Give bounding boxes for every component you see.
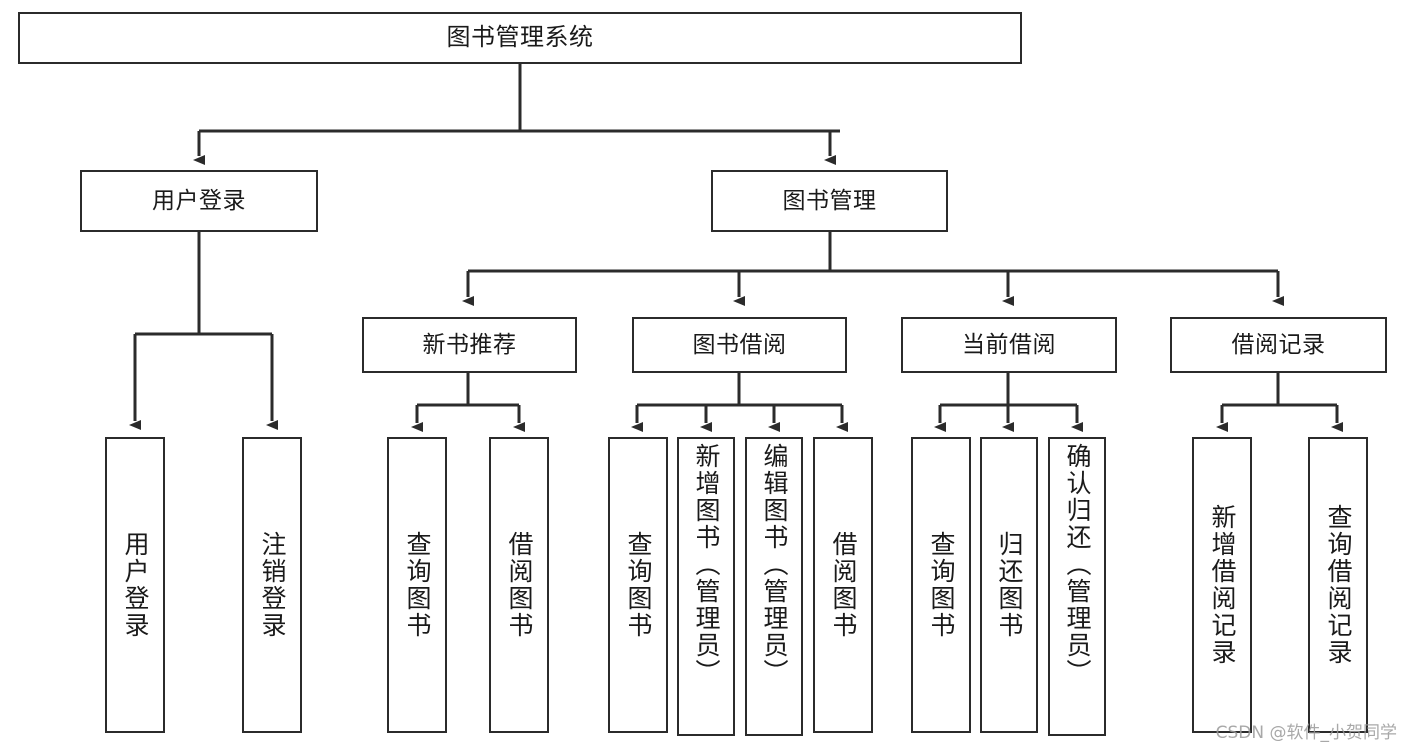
node-label: 用户登录 xyxy=(121,531,150,639)
node-label: 借阅记录 xyxy=(1231,331,1326,358)
leaf-borrow-query-book[interactable]: 查询图书 xyxy=(608,437,668,733)
node-label: 确认归还（管理员） xyxy=(1063,443,1092,686)
leaf-record-query-record[interactable]: 查询借阅记录 xyxy=(1308,437,1368,733)
node-label: 注销登录 xyxy=(258,531,287,639)
node-label: 图书管理系统 xyxy=(446,23,594,52)
watermark-text: CSDN @软件_小贺同学 xyxy=(1215,723,1397,743)
node-label: 新增图书（管理员） xyxy=(692,443,721,686)
node-book-borrow[interactable]: 图书借阅 xyxy=(632,317,847,373)
leaf-borrow-add-book-admin[interactable]: 新增图书（管理员） xyxy=(677,437,735,736)
node-label: 用户登录 xyxy=(152,187,246,214)
leaf-new-book-borrow[interactable]: 借阅图书 xyxy=(489,437,549,733)
leaf-current-confirm-return-admin[interactable]: 确认归还（管理员） xyxy=(1048,437,1106,736)
node-label: 查询图书 xyxy=(927,531,956,639)
node-label: 当前借阅 xyxy=(962,331,1056,358)
leaf-user-login-logout[interactable]: 注销登录 xyxy=(242,437,302,733)
node-current-borrow[interactable]: 当前借阅 xyxy=(901,317,1117,373)
node-label: 编辑图书（管理员） xyxy=(760,443,789,686)
node-label: 新书推荐 xyxy=(422,331,517,358)
node-label: 查询借阅记录 xyxy=(1324,504,1353,666)
node-user-login[interactable]: 用户登录 xyxy=(80,170,318,232)
node-book-management[interactable]: 图书管理 xyxy=(711,170,948,232)
leaf-user-login-login[interactable]: 用户登录 xyxy=(105,437,165,733)
leaf-borrow-edit-book-admin[interactable]: 编辑图书（管理员） xyxy=(745,437,803,736)
node-label: 查询图书 xyxy=(403,531,432,639)
node-label: 图书管理 xyxy=(782,187,877,214)
leaf-record-add-record[interactable]: 新增借阅记录 xyxy=(1192,437,1252,733)
node-new-book-recommend[interactable]: 新书推荐 xyxy=(362,317,577,373)
leaf-current-query-book[interactable]: 查询图书 xyxy=(911,437,971,733)
node-label: 归还图书 xyxy=(995,531,1024,639)
node-label: 查询图书 xyxy=(624,531,653,639)
node-label: 新增借阅记录 xyxy=(1208,504,1237,666)
leaf-new-book-query[interactable]: 查询图书 xyxy=(387,437,447,733)
node-label: 图书借阅 xyxy=(692,331,787,358)
node-label: 借阅图书 xyxy=(505,531,534,639)
node-root-system[interactable]: 图书管理系统 xyxy=(18,12,1022,64)
leaf-current-return-book[interactable]: 归还图书 xyxy=(980,437,1038,733)
leaf-borrow-borrow-book[interactable]: 借阅图书 xyxy=(813,437,873,733)
node-label: 借阅图书 xyxy=(829,531,858,639)
node-borrow-record[interactable]: 借阅记录 xyxy=(1170,317,1387,373)
